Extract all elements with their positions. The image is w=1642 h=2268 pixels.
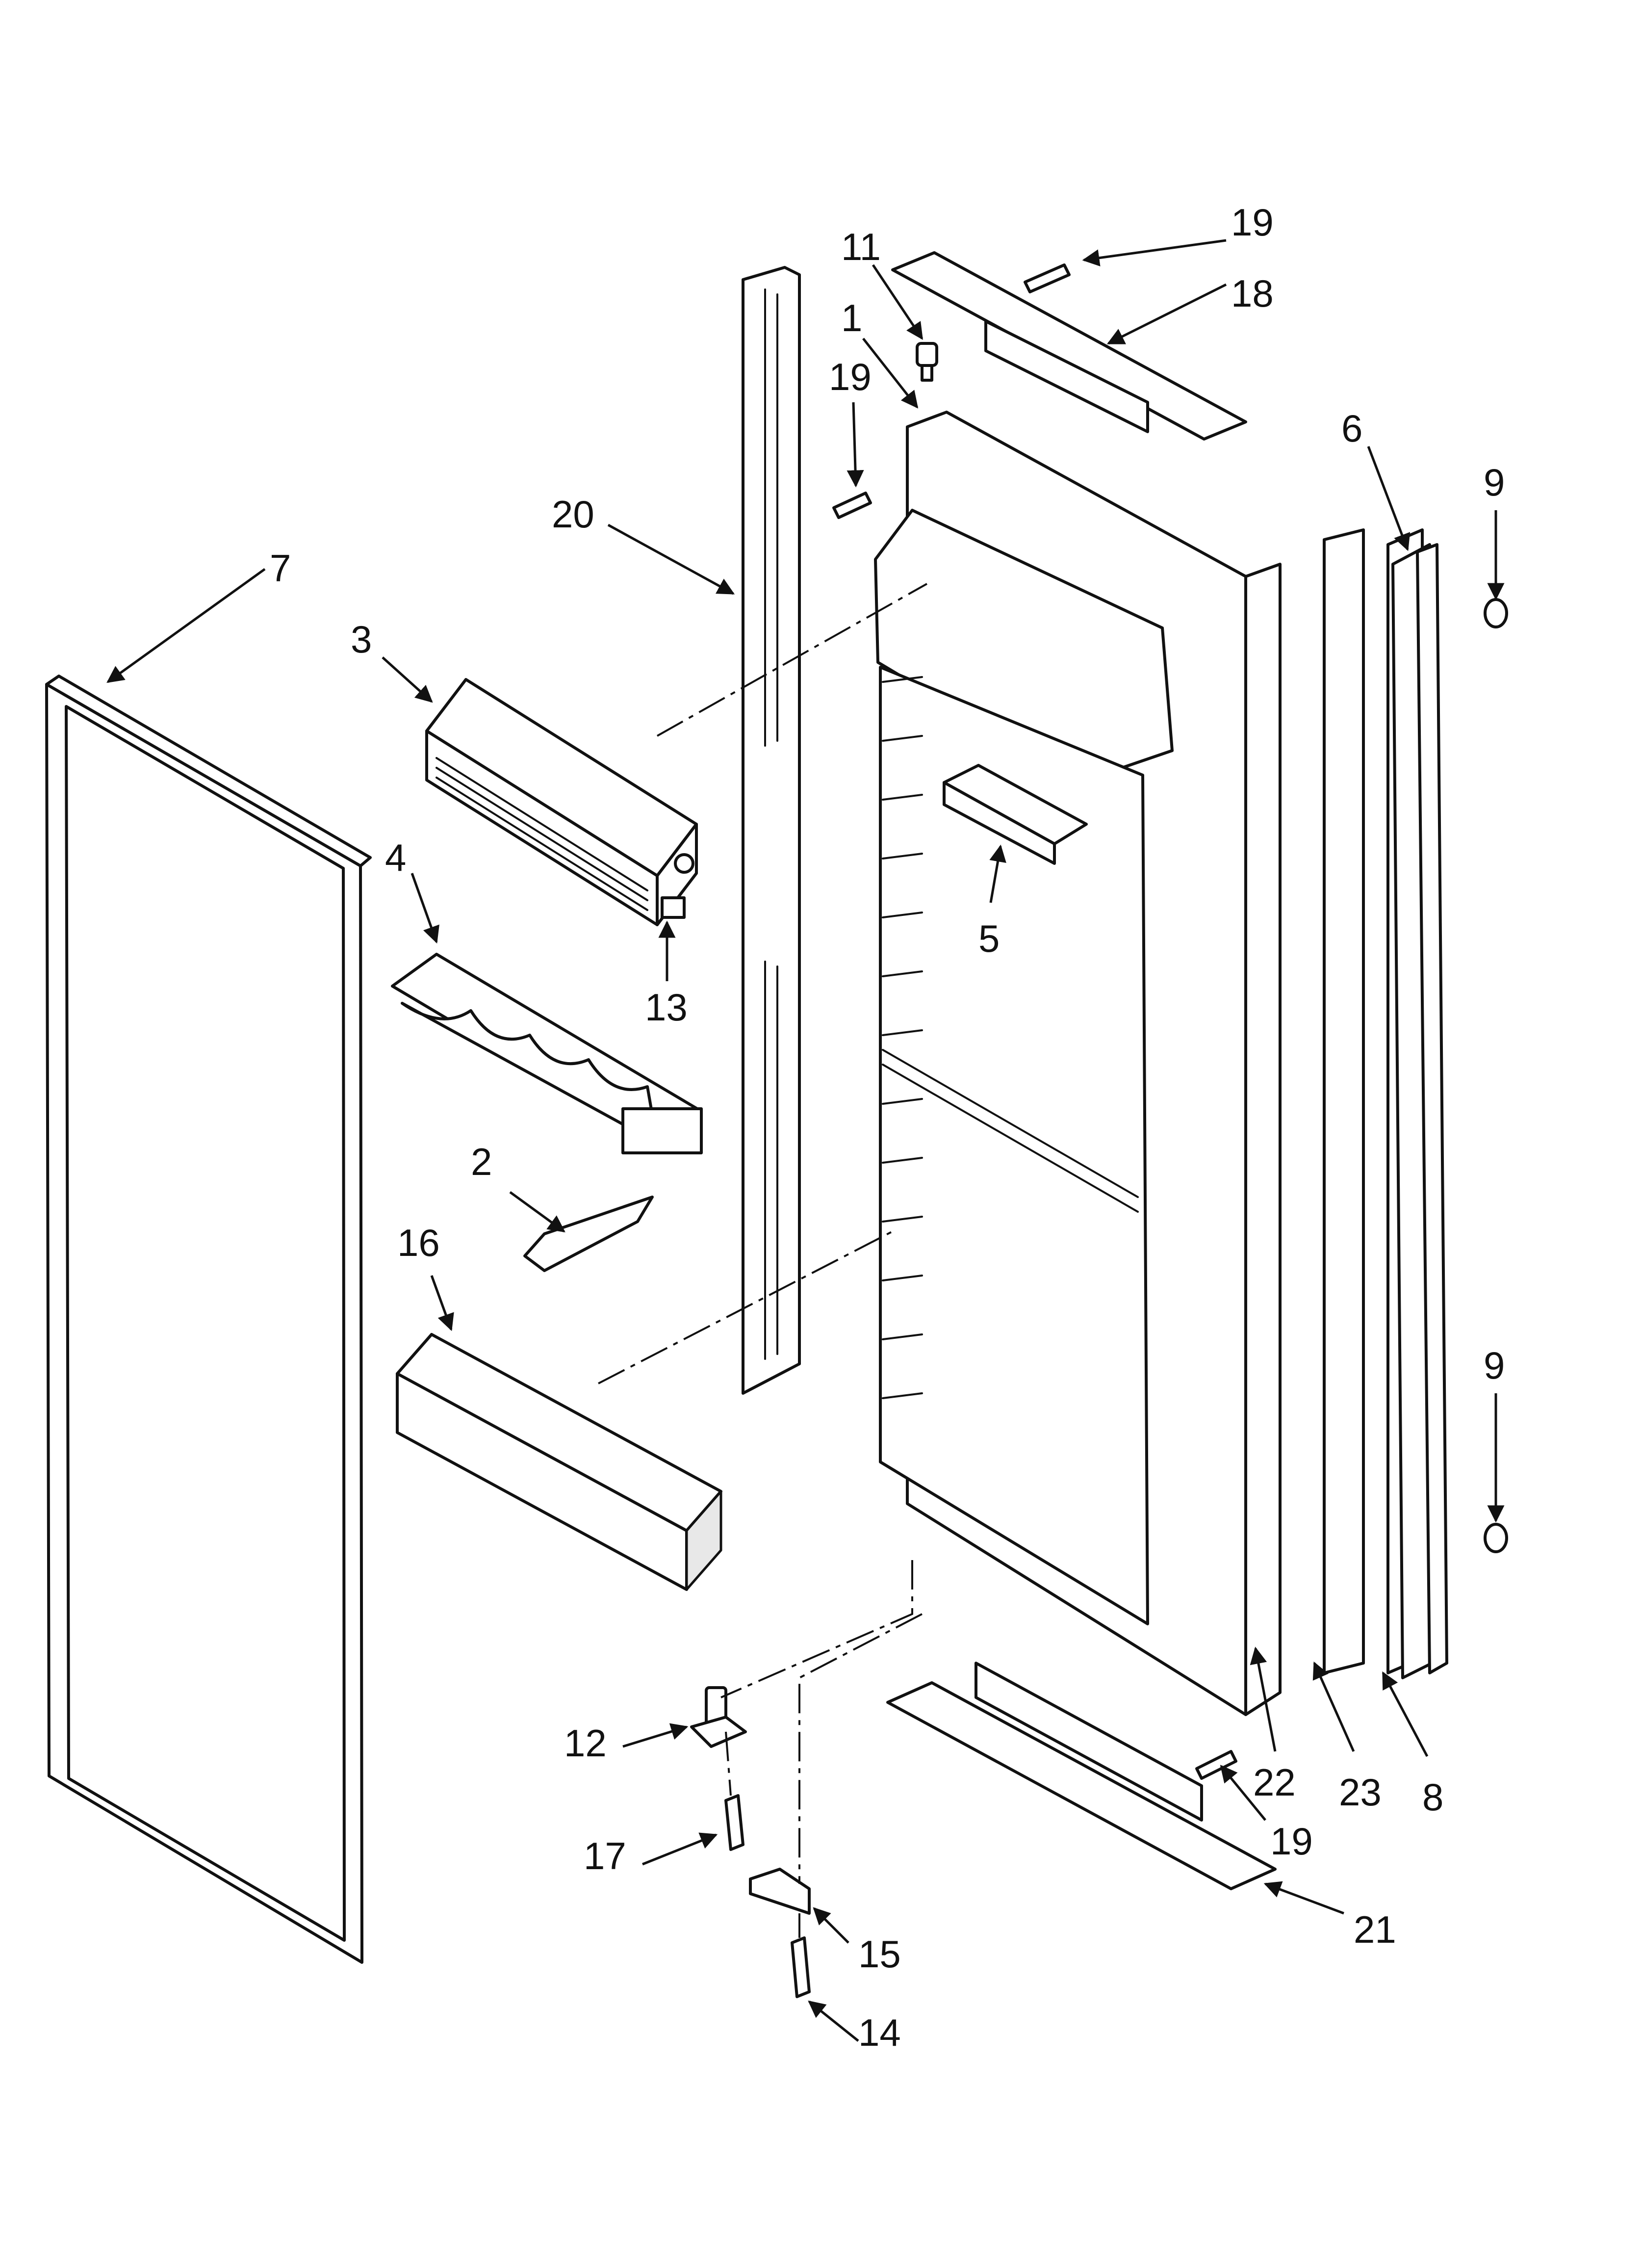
callout-7: 7 [270,547,291,590]
callout-12: 12 [564,1721,607,1765]
hinge-screw [724,1794,744,1851]
callout-21: 21 [1354,1908,1396,1951]
hinge-pin [690,1686,747,1748]
callout-8: 8 [1422,1775,1443,1819]
bottom-hinge-bracket [886,1662,1277,1890]
callout-17: 17 [584,1834,626,1877]
door-liner [874,411,1247,1716]
callout-19-top: 19 [1231,201,1274,244]
door-handle [1391,543,1448,1679]
callout-9-bottom: 9 [1484,1344,1505,1387]
callout-15: 15 [858,1932,901,1976]
callout-13: 13 [645,986,688,1029]
callout-6: 6 [1341,407,1362,450]
liner-ribs [882,676,923,1399]
callout-16: 16 [397,1221,440,1264]
top-hinge-cover [891,251,1247,441]
egg-tray [391,953,703,1154]
handle-screw [1484,598,1508,628]
callout-3: 3 [351,618,372,661]
callout-20: 20 [552,493,594,536]
door-channel [742,266,801,1395]
callout-9-top: 9 [1484,461,1505,504]
leader-arrows [106,239,1505,2042]
callout-14: 14 [858,2011,901,2054]
callout-1: 1 [841,296,862,339]
handle-screw [1484,1523,1508,1553]
door-handle-trim [1323,528,1365,1674]
closer-cam [749,1868,811,1915]
callout-22: 22 [1253,1761,1296,1804]
door-trim-strip [1244,563,1282,1716]
callout-19-bottom: 19 [1270,1820,1313,1863]
shelf-cover [425,678,698,926]
callout-19-left: 19 [829,355,872,398]
callout-2: 2 [471,1140,492,1183]
cam-screw [791,1936,811,1998]
callout-23: 23 [1339,1771,1382,1814]
screw [1024,263,1071,293]
callout-18: 18 [1231,272,1274,315]
callout-11: 11 [841,225,881,268]
switch-assembly [661,853,694,919]
screw [1195,1750,1237,1780]
callout-4: 4 [385,836,406,879]
callout-labels: 19 18 11 1 19 20 7 3 4 13 5 6 9 9 2 16 2… [270,201,1505,2054]
callout-5: 5 [978,917,1000,960]
alignment-lines [598,583,927,1938]
screw [832,492,872,519]
retainer-clip [523,1196,654,1272]
door-gasket [45,675,372,1964]
door-bin [396,1333,722,1591]
door-stop-pin [916,342,938,382]
small-bin [943,764,1088,865]
